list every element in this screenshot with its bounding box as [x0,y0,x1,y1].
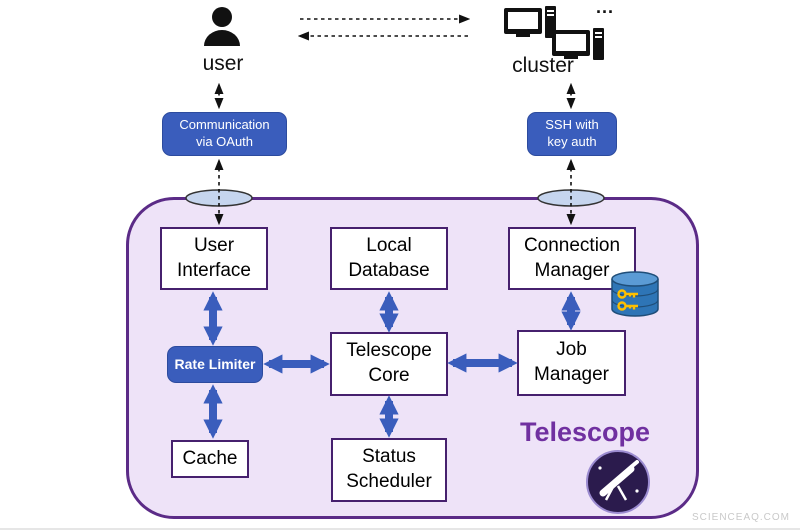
bottom-divider [0,528,800,530]
oauth-link-label: Communication via OAuth [162,112,287,156]
node-telescope-core: Telescope Core [330,332,448,396]
ssh-link-label: SSH with key auth [527,112,617,156]
system-title: Telescope [520,417,651,447]
watermark: SCIENCEAQ.COM [692,512,791,523]
user-icon [204,7,240,46]
node-status-scheduler: Status Scheduler [331,438,447,502]
cluster-label: cluster [512,54,574,77]
node-cache: Cache [171,440,249,478]
node-rate-limiter: Rate Limiter [167,346,263,383]
node-job-manager: Job Manager [517,330,626,396]
node-user-interface: User Interface [160,227,268,290]
node-connection-manager: Connection Manager [508,227,636,290]
cluster-ellipsis: ... [596,0,615,17]
cluster-icon [504,6,604,60]
node-local-database: Local Database [330,227,448,290]
user-label: user [202,52,244,75]
